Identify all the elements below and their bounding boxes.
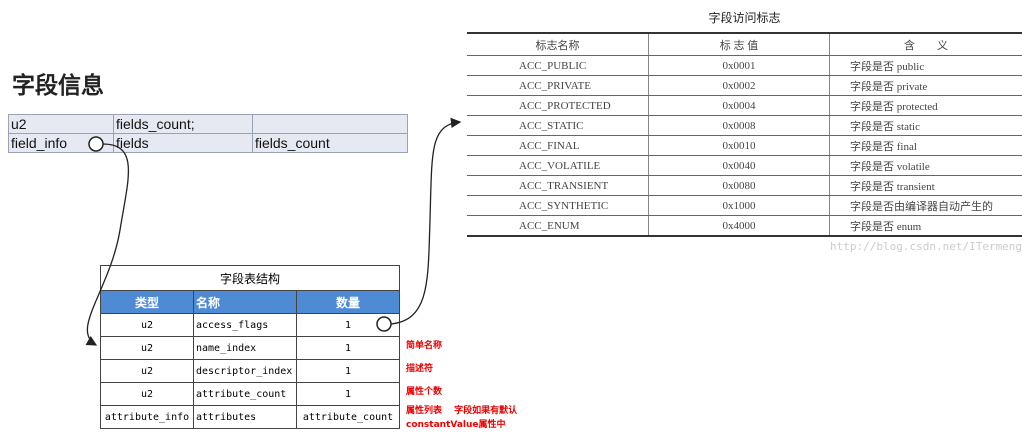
cell: 字段是否 transient (829, 175, 1022, 196)
header-cell: 标志名称 (467, 33, 649, 56)
connector-fields-to-structure (85, 143, 130, 346)
cell: 0x1000 (648, 195, 830, 216)
connector-circle (88, 136, 104, 152)
cell: 字段是否 enum (829, 215, 1022, 237)
cell: name_index (193, 336, 297, 360)
cell: fields_count; (113, 114, 253, 134)
cell: ACC_TRANSIENT (467, 175, 649, 196)
header-cell: 含 义 (829, 33, 1022, 56)
cell: 0x0010 (648, 135, 830, 156)
cell: 0x0008 (648, 115, 830, 136)
cell: 0x0080 (648, 175, 830, 196)
cell: ACC_SYNTHETIC (467, 195, 649, 216)
cell: 字段是否由编译器自动产生的 (829, 195, 1022, 216)
cell: 0x0040 (648, 155, 830, 176)
note-attributes-1: 属性列表 字段如果有默认 (406, 406, 518, 416)
note-attribute-count: 属性个数 (406, 387, 443, 397)
header-cell: 名称 (193, 290, 297, 314)
cell: attribute_info (100, 405, 194, 429)
header-cell: 数量 (296, 290, 400, 314)
note-simple-name: 简单名称 (406, 341, 443, 351)
cell: 字段是否 protected (829, 95, 1022, 116)
cell: descriptor_index (193, 359, 297, 383)
watermark: http://blog.csdn.net/ITermeng (830, 240, 1022, 253)
cell: 字段是否 volatile (829, 155, 1022, 176)
page-title: 字段信息 (12, 73, 104, 99)
cell: attributes (193, 405, 297, 429)
cell: 0x0002 (648, 75, 830, 96)
cell: 0x0001 (648, 55, 830, 76)
cell: ACC_FINAL (467, 135, 649, 156)
header-row: 标志名称标 志 值含 义 (467, 33, 1022, 56)
cell: fields (113, 133, 253, 153)
connector-flags-to-access-table (390, 117, 462, 325)
cell: u2 (100, 382, 194, 406)
header-row: 类型名称数量 (100, 290, 400, 314)
cell: attribute_count (193, 382, 297, 406)
note-attributes-2: constantValue属性中 (406, 420, 506, 430)
cell: u2 (100, 336, 194, 360)
cell: ACC_PROTECTED (467, 95, 649, 116)
cell: ACC_ENUM (467, 215, 649, 237)
note-descriptor: 描述符 (406, 364, 434, 374)
cell: ACC_PRIVATE (467, 75, 649, 96)
connector-circle (376, 316, 392, 332)
cell: fields_count (252, 133, 408, 153)
cell: 0x0004 (648, 95, 830, 116)
cell: access_flags (193, 313, 297, 337)
header-cell: 标 志 值 (648, 33, 830, 56)
cell: 0x4000 (648, 215, 830, 237)
cell: 1 (296, 382, 400, 406)
cell: 字段是否 public (829, 55, 1022, 76)
cell: 字段是否 private (829, 75, 1022, 96)
cell: 字段是否 static (829, 115, 1022, 136)
cell: field_info (8, 133, 114, 153)
cell: 字段是否 final (829, 135, 1022, 156)
access-flags-title: 字段访问标志 (708, 11, 781, 25)
cell: ACC_STATIC (467, 115, 649, 136)
cell: ACC_VOLATILE (467, 155, 649, 176)
cell: attribute_count (296, 405, 400, 429)
cell: ACC_PUBLIC (467, 55, 649, 76)
